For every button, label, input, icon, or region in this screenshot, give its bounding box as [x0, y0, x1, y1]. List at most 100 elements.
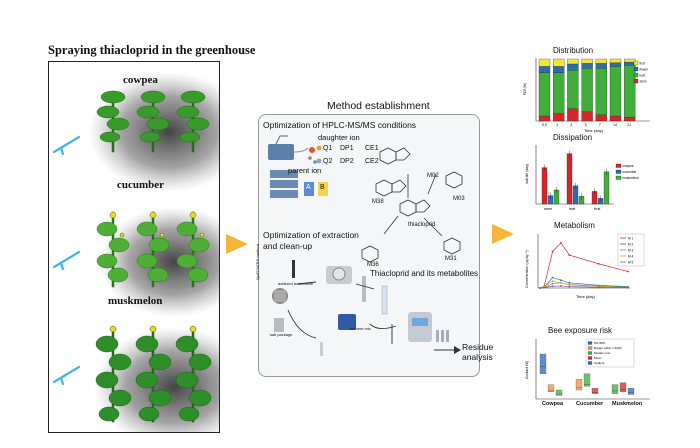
distribution-legend-label: leaf [640, 74, 645, 78]
cowpea-plants [96, 90, 210, 153]
distribution-bar-segment [609, 66, 622, 117]
bee-ylabel: Contact HQ [525, 360, 529, 379]
crop-label-cucumber: cucumber [117, 179, 165, 191]
metabolism-legend-label: M 2 [628, 243, 634, 247]
bee-box [583, 373, 591, 387]
method-illustration [268, 135, 463, 356]
metabolism-point [568, 254, 571, 256]
arrow-right-icon [492, 224, 514, 244]
compound-m03: M03 [453, 196, 465, 202]
bee-legend-swatch [587, 346, 593, 350]
metabolism-point [560, 242, 562, 244]
distribution-xlabel: Time (day) [584, 128, 604, 133]
metabolism-point [560, 285, 562, 287]
distribution-bar-segment [624, 61, 636, 66]
distribution-bar-segment [567, 63, 579, 71]
distribution-tick: 7 [599, 123, 601, 127]
dissipation-legend-swatch [615, 175, 622, 180]
distribution-legend-label: stem [640, 80, 647, 84]
metabolism-point [597, 262, 600, 265]
distribution-bar-segment [567, 108, 579, 122]
q1-label: Q1 [323, 145, 333, 152]
extraction-title: Optimization of extraction and clean-up [263, 230, 359, 251]
metabolism-point [560, 279, 562, 282]
bee-legend-swatch [587, 351, 593, 355]
crop-label-muskmelon: muskmelon [108, 295, 163, 307]
compound-m38: M38 [372, 199, 384, 205]
ce1-label: CE1 [365, 145, 379, 152]
bee-box [555, 389, 563, 396]
dissipation-ylabel: half-life (day) [525, 164, 529, 184]
bee-legend-label: 5%-95% [594, 341, 606, 345]
metabolism-point [627, 286, 629, 289]
small-label-salt: salt package [270, 332, 293, 337]
compound-m31: M31 [445, 256, 457, 262]
muskmelon-plants [95, 325, 212, 423]
distribution-bar-segment [624, 65, 636, 118]
metabolism-point [560, 281, 562, 284]
daughter-ion-label: daughter ion [318, 133, 360, 142]
crop-label-cowpea: cowpea [123, 74, 158, 86]
left-panel-title: Spraying thiacloprid in the greenhouse [48, 43, 256, 57]
metabolism-point [568, 281, 571, 284]
bee-box [611, 384, 619, 394]
dissipation-title: Dissipation [553, 133, 593, 142]
metabolism-point [597, 286, 600, 289]
bee-box [627, 388, 635, 395]
compound-m02: M02 [427, 173, 439, 179]
distribution-bar-segment [581, 58, 593, 64]
box-a-label: A [306, 184, 311, 191]
distribution-bar-segment [624, 117, 636, 122]
bee-title: Bee exposure risk [548, 326, 613, 335]
bee-legend-label: Mean [594, 356, 602, 360]
dissipation-legend-swatch [615, 169, 622, 174]
metabolism-point [551, 285, 554, 288]
dissipation-bar [566, 153, 573, 205]
metabolism-point [568, 285, 571, 288]
distribution-legend-swatch [633, 78, 639, 84]
distribution-bar-segment [567, 58, 579, 65]
distribution-bar-segment [609, 58, 622, 63]
bee-legend-label: Range within 1.5IQR [594, 346, 623, 350]
bee-box [575, 379, 583, 391]
metabolism-point [627, 270, 629, 273]
distribution-bar-segment [581, 111, 593, 122]
bee-box [539, 353, 547, 374]
bee-legend-swatch [587, 361, 593, 365]
distribution-ylabel: FDI (%) [523, 83, 527, 95]
distribution-bar-segment [595, 114, 607, 122]
bee-legend-label: Median Line [594, 351, 611, 355]
dissipation-group-label: fruit [594, 207, 601, 211]
bee-chart: Contact HQ 5%-95%Range within 1.5IQRMedi… [525, 338, 650, 400]
bee-legend-swatch [587, 341, 593, 345]
bee-box [619, 382, 627, 392]
bee-group-cowpea: Cowpea [542, 401, 564, 407]
metabolism-legend-label: M 4 [628, 255, 634, 259]
bee-group-cucumber: Cucumber [576, 401, 604, 407]
residue-analysis-label: Residue analysis [462, 342, 494, 362]
distribution-title: Distribution [553, 46, 594, 55]
metabolites-title: Thiacloprid and its metabolites [370, 269, 479, 278]
distribution-tick: 0.5 [542, 123, 547, 127]
distribution-bar-segment [567, 70, 579, 109]
metabolism-point [539, 287, 541, 289]
metabolism-point [543, 286, 546, 289]
metabolism-ylabel: Concentration (μg kg⁻¹) [525, 250, 529, 288]
metabolism-point [568, 283, 571, 286]
distribution-bar-segment [624, 58, 636, 63]
greenhouse-illustration [52, 72, 219, 432]
cucumber-plants [96, 211, 210, 288]
q2-label: Q2 [323, 158, 333, 165]
distribution-tick: 5 [585, 123, 587, 127]
dissipation-group-label: leaf [569, 207, 576, 211]
metabolism-legend-label: M 3 [628, 249, 634, 253]
distribution-legend-label: flower [640, 68, 649, 72]
distribution-legend-swatch [633, 60, 639, 66]
distribution-bar-segment [581, 68, 593, 112]
distribution-bar-segment [538, 72, 551, 117]
metabolism-chart: Concentration (μg kg⁻¹) Time (day) M 1M … [525, 233, 645, 299]
distribution-bar-segment [609, 115, 622, 122]
metabolism-point [551, 250, 554, 253]
dissipation-bar [603, 171, 610, 205]
